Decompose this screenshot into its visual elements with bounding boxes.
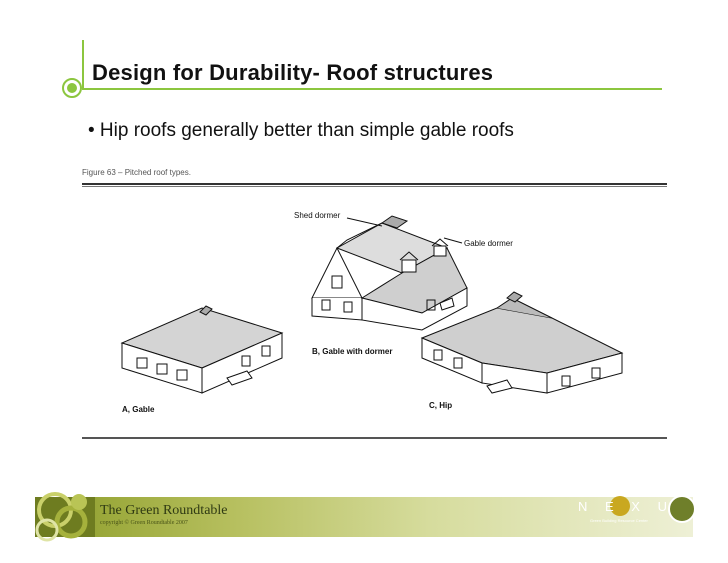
label-gable-with-dormer: B, Gable with dormer <box>312 347 392 356</box>
figure-top-rule <box>82 183 667 185</box>
figure-caption: Figure 63 – Pitched roof types. <box>82 168 191 177</box>
bullet-text: • Hip roofs generally better than simple… <box>88 120 514 141</box>
label-gable-dormer: Gable dormer <box>464 239 513 248</box>
figure-top-rule-thin <box>82 186 667 187</box>
nexus-subtitle: Green Building Resource Center <box>590 518 648 523</box>
title-accent-line <box>82 40 84 90</box>
title-underline <box>82 88 662 90</box>
footer-band <box>35 497 693 537</box>
house-gable-with-dormer <box>311 215 468 331</box>
nexus-logo: N E X U S <box>578 499 701 514</box>
org-name: The Green Roundtable <box>100 503 228 518</box>
label-hip: C, Hip <box>429 401 452 410</box>
footer-circles-art <box>35 488 95 543</box>
usgbc-seal-icon <box>668 495 696 523</box>
figure-bottom-rule <box>82 437 667 439</box>
house-gable <box>120 305 284 394</box>
roof-types-figure: Shed dormer Gable dormer B, Gable with d… <box>120 211 624 414</box>
house-hip <box>420 291 624 394</box>
slide-title: Design for Durability- Roof structures <box>92 60 494 85</box>
bullet-dot-icon <box>67 83 77 93</box>
label-shed-dormer: Shed dormer <box>294 211 341 220</box>
nexus-x-circle <box>610 496 630 516</box>
copyright-text: copyright © Green Roundtable 2007 <box>100 520 188 526</box>
label-gable: A, Gable <box>122 405 155 414</box>
